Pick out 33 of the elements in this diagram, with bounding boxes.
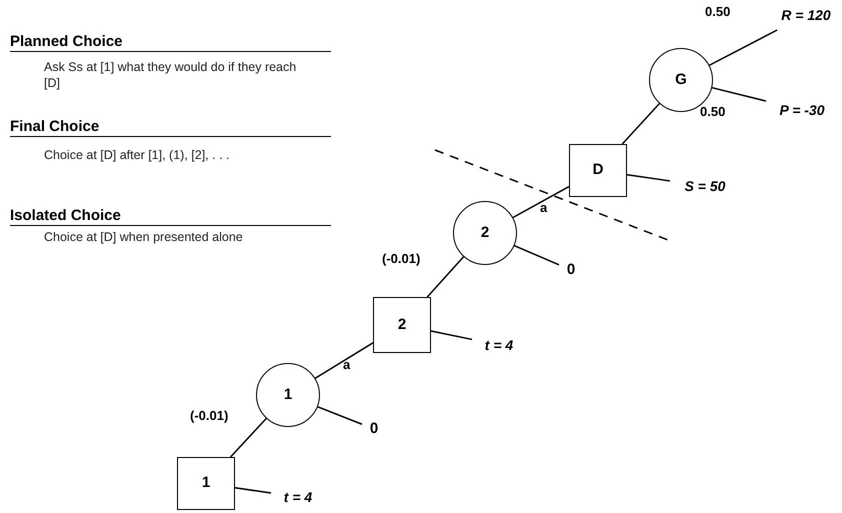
branch-line — [314, 342, 374, 379]
outcome-value: 0 — [563, 259, 579, 281]
outcome-value: 0 — [366, 418, 382, 440]
section-description: Choice at [D] after [1], (1), [2], . . . — [44, 147, 230, 163]
edge-label: 0.50 — [705, 4, 730, 20]
outcome-value: R = 120 — [772, 4, 840, 26]
branch-line — [514, 244, 560, 266]
branch-line — [230, 418, 267, 458]
branch-line — [626, 174, 670, 182]
edge-label: (-0.01) — [382, 251, 420, 267]
decision-node-box: D — [569, 144, 627, 197]
branch-line — [709, 29, 778, 66]
branch-line — [622, 103, 660, 144]
decision-node-box: 2 — [373, 297, 431, 353]
section-heading: Final Choice — [10, 118, 331, 137]
edge-label: a — [540, 200, 548, 216]
outcome-value: P = -30 — [770, 99, 834, 121]
outcome-value: t = 4 — [476, 334, 522, 356]
branch-line — [512, 186, 570, 218]
branch-line — [234, 487, 272, 494]
edge-label: a — [343, 357, 350, 373]
outcome-value: S = 50 — [674, 175, 736, 197]
decision-node-box: 1 — [177, 457, 235, 510]
branch-line — [426, 256, 464, 298]
outcome-value: t = 4 — [275, 486, 321, 508]
section-description: Choice at [D] when presented alone — [44, 229, 244, 245]
branch-line — [712, 86, 766, 102]
branch-line — [317, 406, 362, 425]
section-heading: Isolated Choice — [10, 207, 331, 226]
section-description: Ask Ss at [1] what they would do if they reach [D] — [44, 59, 298, 91]
edge-label: (-0.01) — [190, 408, 228, 424]
branch-line — [430, 330, 472, 340]
section-heading: Planned Choice — [10, 33, 331, 52]
